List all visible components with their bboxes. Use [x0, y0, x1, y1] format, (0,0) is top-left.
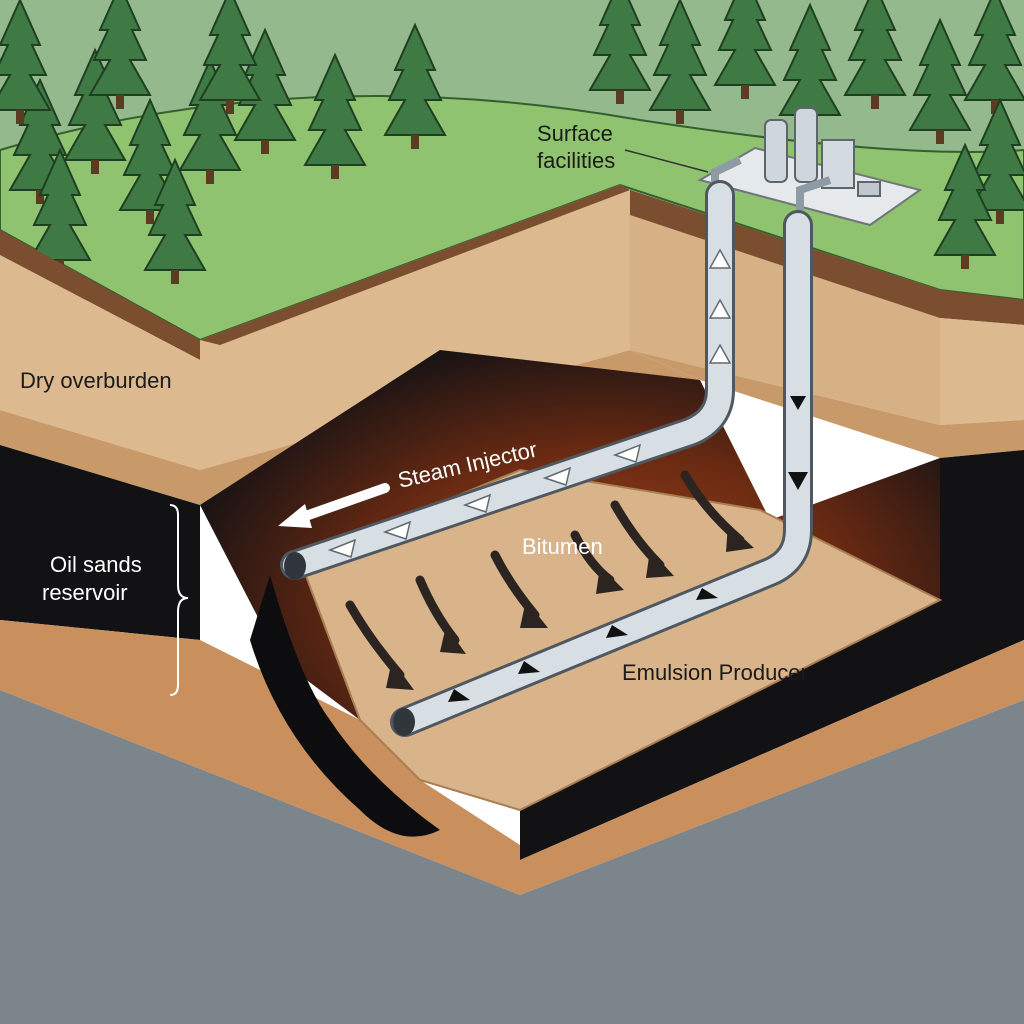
injector-flow-arrows	[327, 248, 732, 558]
flow-arrow-icon	[440, 626, 466, 654]
flow-arrow-icon	[646, 550, 674, 578]
flow-arrow-icon	[542, 466, 572, 486]
flow-arrow-icon	[518, 661, 540, 674]
flow-arrow-icon	[708, 248, 732, 269]
label-bitumen: Bitumen	[522, 534, 603, 559]
steam-direction-arrow	[278, 483, 390, 528]
flow-arrow-icon	[612, 443, 642, 463]
flow-arrow-icon	[448, 689, 470, 702]
producer-flow-arrows	[448, 396, 808, 702]
label-surface-line1: Surface	[537, 121, 613, 146]
flow-arrow-icon	[382, 520, 412, 540]
emulsion-producer-pipe	[390, 210, 813, 737]
reservoir-bracket	[169, 504, 189, 696]
flow-arrow-icon	[596, 566, 624, 594]
label-oil-sands-line1: Oil sands	[50, 552, 142, 577]
flow-arrow-icon	[708, 343, 732, 364]
steam-injector-pipe	[280, 180, 735, 580]
flow-arrow-icon	[520, 600, 548, 628]
flow-arrow-icon	[327, 538, 357, 558]
label-emulsion-producer: Emulsion Producer	[622, 660, 808, 685]
label-oil-sands-line2: reservoir	[42, 580, 128, 605]
flow-arrow-icon	[696, 588, 718, 600]
surface-facility-icon	[697, 107, 923, 227]
flow-arrow-icon	[462, 493, 492, 513]
drainage-arrowheads	[386, 524, 754, 690]
flow-arrow-icon	[278, 504, 312, 528]
flow-arrow-icon	[606, 625, 628, 638]
flow-arrow-icon	[386, 660, 414, 690]
label-surface-line2: facilities	[537, 148, 615, 173]
label-dry-overburden: Dry overburden	[20, 368, 172, 393]
bitumen-drain-flow	[250, 575, 440, 837]
surface-leader-line	[624, 149, 709, 173]
flow-arrow-icon	[788, 472, 808, 490]
flow-arrow-icon	[708, 298, 732, 319]
flow-arrow-icon	[726, 524, 754, 552]
flow-arrow-icon	[790, 396, 806, 410]
